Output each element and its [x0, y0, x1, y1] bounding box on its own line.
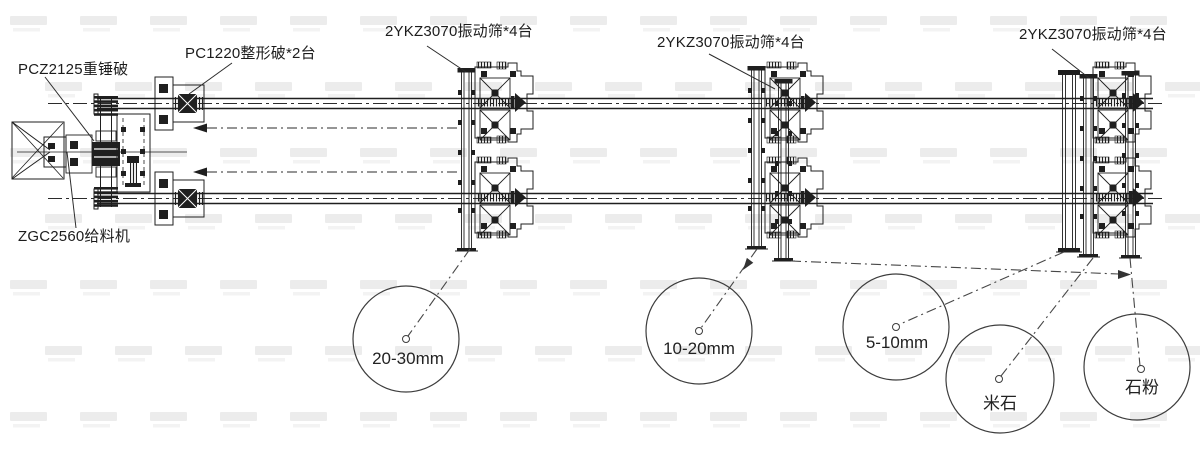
label-screen-2: 2YKZ3070振动筛*4台: [657, 34, 805, 51]
shaping-crusher-top-drawing: [154, 76, 205, 131]
screen-group-1-drawing: [455, 61, 534, 252]
label-leader-lines: [44, 45, 1090, 229]
conveyor-rails: [48, 93, 1162, 210]
product-label-10-20mm: 10-20mm: [663, 339, 735, 358]
screen-group-3-drawing: [1056, 61, 1152, 259]
label-shaping-crusher: PC1220整形破*2台: [185, 45, 316, 62]
product-label-mishi: 米石: [983, 394, 1017, 413]
label-feeder: ZGC2560给料机: [18, 228, 131, 245]
product-label-20-30mm: 20-30mm: [372, 349, 444, 368]
vibrating-screen-unit: [764, 61, 824, 144]
label-screen-1: 2YKZ3070振动筛*4台: [385, 23, 533, 40]
support-column: [455, 68, 478, 252]
vibrating-screen-unit: [1092, 156, 1152, 239]
shaping-crusher-bottom-drawing: [154, 171, 205, 226]
support-column: [1119, 71, 1142, 259]
watermark-layer: [10, 16, 1200, 428]
product-label-5-10mm: 5-10mm: [865, 333, 929, 352]
product-leader-lines: [407, 248, 1141, 377]
return-flow-lines: [193, 123, 458, 177]
support-column: [1077, 74, 1100, 258]
product-label-shifen: 石粉: [1125, 378, 1159, 397]
vibrating-screen-unit: [474, 61, 534, 144]
label-primary-crusher: PCZ2125重锤破: [18, 61, 129, 78]
label-screen-3: 2YKZ3070振动筛*4台: [1019, 26, 1167, 43]
product-circles: [352, 273, 1191, 434]
support-pillar: [1056, 70, 1082, 253]
screen-group-2-drawing: [745, 61, 824, 262]
primary-crusher-drawing: [92, 96, 151, 207]
vibrating-screen-unit: [474, 156, 534, 239]
support-column: [745, 66, 768, 250]
vibrating-screen-unit: [764, 156, 824, 239]
